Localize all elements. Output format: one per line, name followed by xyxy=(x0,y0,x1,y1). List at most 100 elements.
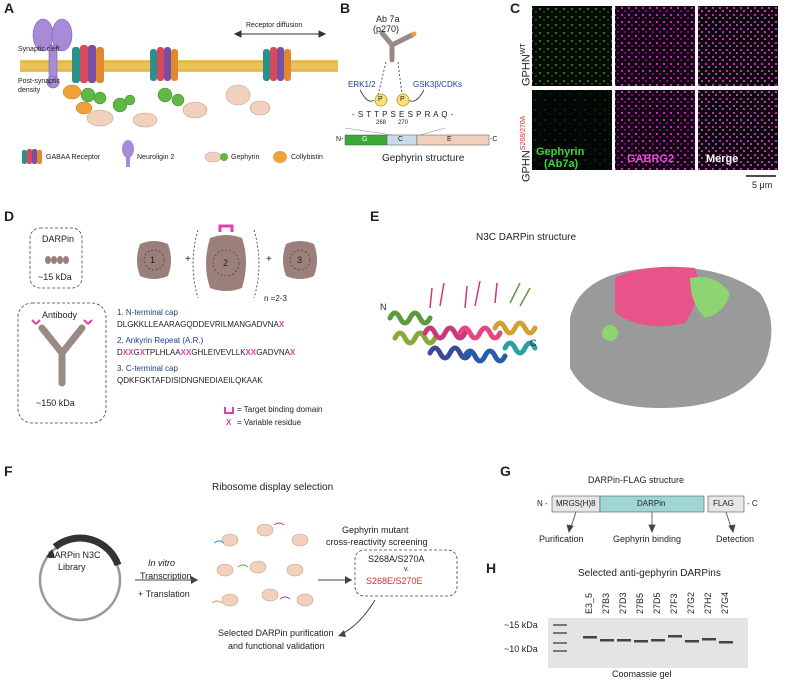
item-n-cap-title: 1. N-terminal cap xyxy=(117,308,178,317)
lane-label: 27G2 xyxy=(686,591,696,614)
label-mut-e: S268E/S270E xyxy=(366,576,423,586)
gephyrin-cluster xyxy=(80,87,185,113)
darpin-box xyxy=(29,227,83,289)
module-c-cap-shape xyxy=(283,241,317,279)
receptor-diffusion-arrow xyxy=(233,30,327,38)
domain-g-label: G xyxy=(362,136,368,143)
gel-bands xyxy=(583,635,733,644)
panel-c-micrographs xyxy=(532,6,778,177)
gel-band xyxy=(668,635,682,638)
lane-label: 27H2 xyxy=(703,592,713,614)
panel-g-title: DARPin-FLAG structure xyxy=(588,475,685,485)
label-receptor-diffusion: Receptor diffusion xyxy=(246,22,303,29)
label-detection: Detection xyxy=(716,534,755,544)
lane-label: 27D5 xyxy=(652,592,662,614)
label-translation: + Translation xyxy=(138,589,190,599)
domain-e-label: E xyxy=(447,136,452,143)
module-label-3: 3 xyxy=(297,255,303,265)
pos-268: 268 xyxy=(376,120,387,126)
panel-g-construct xyxy=(551,495,745,534)
label-gephyrin-ab7a-1: Gephyrin xyxy=(536,146,585,158)
domain-e xyxy=(416,134,490,146)
item-n-cap-seq: DLGKKLLEAARAGQDDEVRILMANGADVNAX xyxy=(117,320,285,329)
label-merge: Merge xyxy=(706,153,739,165)
panel-label-a: A xyxy=(4,0,15,16)
module-n-cap-shape xyxy=(137,241,171,279)
gabaa-receptor-1 xyxy=(72,45,104,83)
label-gabrg2: GABRG2 xyxy=(627,153,675,165)
gel-band xyxy=(651,639,665,642)
panel-label-e: E xyxy=(370,208,380,224)
surface-binding-region xyxy=(615,266,699,327)
gel-band xyxy=(685,640,699,643)
label-in-vitro: In vitro xyxy=(148,558,176,568)
label-ab7a-sub: (p270) xyxy=(373,24,400,34)
legend-gephyrin-label: Gephyrin xyxy=(231,154,260,161)
label-postsynaptic-1: Post-synaptic xyxy=(18,78,61,85)
ribosome-group xyxy=(216,523,314,607)
legend-gephyrin-icon xyxy=(204,151,228,163)
gabaa-receptor-3 xyxy=(263,47,291,81)
panel-b-gephyrin-diagram xyxy=(344,30,490,146)
legend-binding-icon xyxy=(224,407,234,414)
row-label-mutant: GPHNS268/270A xyxy=(520,115,533,182)
label-darpin: DARPin xyxy=(42,234,75,244)
gephyrin-e-domain-cloud xyxy=(86,84,271,128)
plus-2: + xyxy=(266,254,272,265)
module-label-2: 2 xyxy=(223,258,229,268)
micrograph-mut-magenta xyxy=(615,90,695,170)
legend-neuroligin-label: Neuroligin 2 xyxy=(137,154,175,161)
label-vs: v. xyxy=(404,566,409,573)
legend-collybistin-label: Collybistin xyxy=(291,154,323,161)
legend-gabaa-label: GABAA Receptor xyxy=(46,154,101,161)
panel-label-h: H xyxy=(486,560,497,576)
phospho-site-268 xyxy=(374,93,388,107)
module-ankyrin-shape xyxy=(206,235,246,291)
lane-label: 27B3 xyxy=(601,592,611,614)
lane-label: 27B5 xyxy=(635,592,645,614)
construct-box2-label: DARPin xyxy=(637,499,666,508)
domain-c-label: C xyxy=(398,136,404,143)
construct-c-term: - C xyxy=(747,499,758,508)
label-purification: Purification xyxy=(539,534,584,544)
phospho-site-270 xyxy=(396,93,410,107)
label-scalebar: 5 μm xyxy=(752,180,773,190)
lane-label: 27D3 xyxy=(618,592,628,614)
surface-green-region xyxy=(690,277,730,318)
collybistin-shape xyxy=(62,84,93,115)
panel-f-workflow xyxy=(38,522,458,637)
item-ar-title: 2. Ankyrin Repeat (A.R.) xyxy=(117,336,204,345)
pos-270: 270 xyxy=(398,120,409,126)
label-result-2: and functional validation xyxy=(228,641,325,651)
label-erk: ERK1/2 xyxy=(348,80,376,89)
mutant-screen-box xyxy=(354,549,458,597)
micrograph-wt-merge xyxy=(698,6,778,86)
label-ribbon-n: N xyxy=(380,302,387,312)
lane-label: E3_5 xyxy=(584,592,594,614)
label-screen-2: cross-reactivity screening xyxy=(326,537,428,547)
label-gephyrin-ab7a-2: (Ab7a) xyxy=(544,158,579,170)
item-ar-seq: DXXGXTPLHLAAXXGHLEIVEVLLKXXGADVNAX xyxy=(117,348,296,357)
label-library-1: DARPin N3C xyxy=(48,550,101,560)
gabaa-receptor-2 xyxy=(150,47,178,81)
panel-a-synapse-diagram xyxy=(20,18,338,167)
item-c-cap-seq: QDKFGKTAFDISIDNGNEDIAEILQKAAK xyxy=(117,376,263,385)
antibody-ab7a-icon xyxy=(379,30,415,63)
phospho-sequence: - S T T P S E S P R A Q - xyxy=(352,110,454,119)
label-antibody-size: ~150 kDa xyxy=(36,398,75,408)
domain-c-term: -C xyxy=(490,136,498,143)
lane-label: 27F3 xyxy=(669,593,679,614)
label-ribbon-c: C xyxy=(530,338,537,348)
label-postsynaptic-2: density xyxy=(18,87,41,94)
phospho-label-1: P xyxy=(378,96,383,103)
legend-binding-label: = Target binding domain xyxy=(237,405,323,414)
panel-label-d: D xyxy=(4,208,15,224)
module-label-1: 1 xyxy=(150,255,156,265)
legend-variable-symbol: X xyxy=(226,418,232,427)
lane-label: 27G4 xyxy=(720,591,730,614)
panel-label-f: F xyxy=(4,463,13,479)
gel-image xyxy=(548,618,748,668)
plus-1: + xyxy=(185,254,191,265)
caption-gephyrin-structure: Gephyrin structure xyxy=(382,153,465,164)
